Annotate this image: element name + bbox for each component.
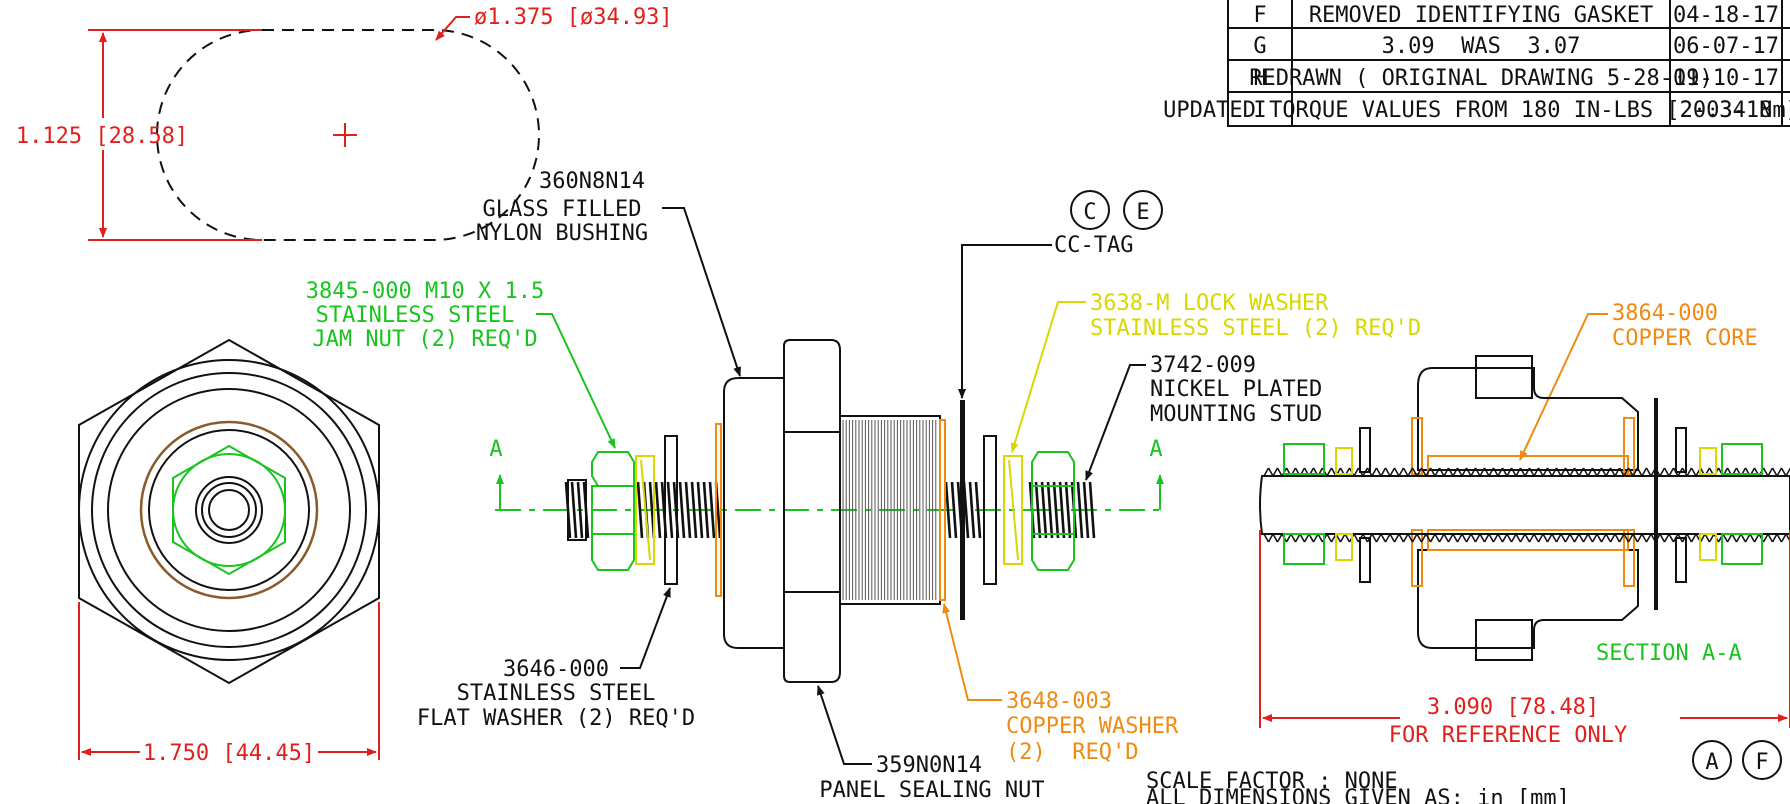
callout-cc-tag: C E CC-TAG — [958, 190, 1163, 399]
stud-right-thread — [944, 481, 1096, 539]
af-mark-f-circle — [1742, 740, 1782, 780]
callout-lock-washer: 3638-M LOCK WASHER STAINLESS STEEL (2) R… — [1010, 291, 1421, 453]
ce-mark-c-circle — [1070, 190, 1110, 230]
revision-description: REDRAWN ( ORIGINAL DRAWING 5-28-09) — [1249, 66, 1713, 91]
hole-cutout-view: 1.125 [28.58] ø1.375 [ø34.93] — [16, 5, 673, 241]
callout-copper-washer-line1: 3648-003 — [1006, 689, 1112, 714]
revision-date: 11-10-17 — [1673, 66, 1779, 91]
callout-copper-core-line1: 3864-000 — [1612, 301, 1718, 326]
diameter-dimension-text: ø1.375 [ø34.93] — [474, 5, 673, 30]
callout-bushing: 360N8N14 GLASS FILLED NYLON BUSHING — [476, 169, 741, 377]
callout-cc-tag-text: CC-TAG — [1054, 233, 1133, 258]
section-marker-right: A — [1149, 437, 1162, 462]
af-mark-a: A — [1705, 750, 1718, 775]
revision-description: REMOVED IDENTIFYING GASKET — [1309, 3, 1653, 28]
revision-row: F REMOVED IDENTIFYING GASKET 04-18-17 — [1253, 3, 1779, 28]
revision-date: 2-03-18 — [1680, 98, 1773, 123]
hex-width-dimension-text: 1.750 [44.45] — [143, 741, 315, 766]
glass-filled-bushing — [723, 377, 785, 649]
section-label: SECTION A-A — [1596, 641, 1742, 666]
callout-stud: 3742-009 NICKEL PLATED MOUNTING STUD — [1085, 353, 1322, 481]
callout-flat-washer-line3: FLAT WASHER (2) REQ'D — [417, 706, 695, 731]
callout-lock-washer-line2: STAINLESS STEEL (2) REQ'D — [1090, 316, 1421, 341]
section-stud — [1259, 475, 1790, 535]
ce-mark-e: E — [1136, 200, 1149, 225]
callout-stud-line1: 3742-009 — [1150, 353, 1256, 378]
height-dimension-text: 1.125 [28.58] — [16, 124, 188, 149]
callout-sealing-nut-line1: 359N0N14 — [876, 753, 982, 778]
callout-copper-washer: 3648-003 COPPER WASHER (2) REQ'D — [942, 603, 1179, 765]
revision-row: H REDRAWN ( ORIGINAL DRAWING 5-28-09) 11… — [1249, 66, 1779, 91]
end-view: 1.750 [44.45] — [78, 338, 380, 766]
revision-description: 3.09 WAS 3.07 — [1382, 34, 1581, 59]
callout-sealing-nut-line2: PANEL SEALING NUT — [819, 778, 1044, 803]
callout-flat-washer-line1: 3646-000 — [503, 657, 609, 682]
revision-date: 06-07-17 — [1673, 34, 1779, 59]
callout-stud-line3: MOUNTING STUD — [1150, 402, 1322, 427]
d-hole-outline — [156, 29, 540, 241]
af-mark-a-circle — [1692, 740, 1732, 780]
callout-bushing-line2: GLASS FILLED — [483, 197, 642, 222]
callout-stud-line2: NICKEL PLATED — [1150, 377, 1322, 402]
lock-washer-right — [1003, 455, 1023, 565]
reference-note: FOR REFERENCE ONLY — [1389, 723, 1627, 748]
revision-row: I UPDATED TORQUE VALUES FROM 180 IN-LBS … — [1163, 98, 1790, 123]
callout-copper-washer-line2: COPPER WASHER — [1006, 714, 1179, 739]
revision-letter: H — [1253, 66, 1266, 91]
flat-washer-left — [664, 435, 678, 585]
jam-nut-left — [591, 451, 635, 571]
callout-jam-nut-line3: JAM NUT (2) REQ'D — [312, 327, 537, 352]
ce-mark-e-circle — [1123, 190, 1163, 230]
callout-copper-core-line2: COPPER CORE — [1612, 326, 1758, 351]
revision-letter: G — [1253, 34, 1266, 59]
callout-bushing-line1: 360N8N14 — [539, 169, 645, 194]
callout-jam-nut-line1: 3845-000 M10 X 1.5 — [306, 279, 544, 304]
side-view: A A — [489, 339, 1165, 683]
ce-mark-c: C — [1083, 200, 1096, 225]
jam-nut-right — [1031, 451, 1075, 571]
section-view: SECTION A-A 3.090 [78.48] FOR REFERENCE … — [1259, 355, 1790, 780]
hex-nut-outline — [78, 338, 380, 685]
section-length-text: 3.090 [78.48] — [1427, 695, 1599, 720]
af-mark-f: F — [1755, 750, 1768, 775]
jam-nut-hex-outline — [172, 444, 286, 576]
cc-tag-plate — [960, 400, 965, 620]
revision-row: G 3.09 WAS 3.07 06-07-17 — [1253, 34, 1779, 59]
callout-bushing-line3: NYLON BUSHING — [476, 221, 648, 246]
scale-note: SCALE FACTOR : NONE — [1146, 769, 1398, 794]
callout-copper-washer-line3: (2) REQ'D — [1006, 740, 1138, 765]
copper-washer-right — [939, 419, 946, 601]
callout-lock-washer-line1: 3638-M LOCK WASHER — [1090, 291, 1329, 316]
callout-jam-nut-line2: STAINLESS STEEL — [316, 303, 515, 328]
callout-sealing-nut: 359N0N14 PANEL SEALING NUT — [817, 685, 1045, 803]
lock-washer-left — [635, 455, 655, 565]
section-marker-left: A — [489, 437, 502, 462]
units-note: ALL DIMENSIONS GIVEN AS: in [mm] — [1146, 786, 1570, 804]
callout-flat-washer: 3646-000 STAINLESS STEEL FLAT WASHER (2)… — [417, 587, 695, 731]
revision-table: F REMOVED IDENTIFYING GASKET 04-18-17 G … — [1163, 0, 1790, 127]
revision-letter: I — [1253, 98, 1266, 123]
revision-date: 04-18-17 — [1673, 3, 1779, 28]
callout-jam-nut: 3845-000 M10 X 1.5 STAINLESS STEEL JAM N… — [306, 279, 616, 449]
revision-letter: F — [1253, 3, 1266, 28]
callout-flat-washer-line2: STAINLESS STEEL — [457, 681, 656, 706]
flat-washer-right — [983, 435, 997, 585]
revision-description: UPDATED TORQUE VALUES FROM 180 IN-LBS [2… — [1163, 98, 1790, 123]
callout-copper-core: 3864-000 COPPER CORE — [1519, 301, 1758, 461]
